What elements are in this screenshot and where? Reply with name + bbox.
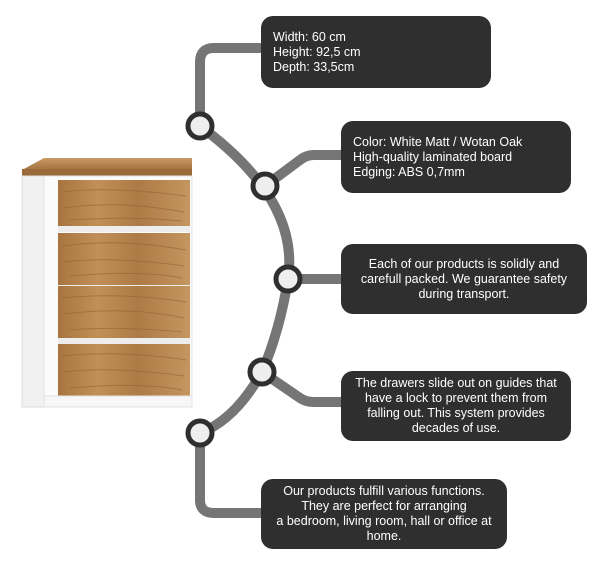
callout-line: have a lock to prevent them from — [364, 391, 548, 405]
callout-line: The drawers slide out on guides that — [355, 376, 557, 390]
callout-line: High-quality laminated board — [353, 149, 513, 164]
callout-line: Each of our products is solidly and — [368, 256, 560, 271]
drawer-3 — [58, 286, 190, 338]
callout-line: falling out. This system provides — [367, 406, 545, 420]
drawer-1 — [58, 180, 190, 226]
connector-lines — [195, 43, 350, 518]
callout-line: Depth: 33,5cm — [273, 59, 355, 74]
node-dimensions — [185, 111, 215, 141]
callout-line: Our products fulfill various functions. — [283, 484, 485, 498]
chest-of-drawers-icon — [21, 158, 193, 408]
node-functions — [185, 418, 215, 448]
connector-dimensions — [195, 43, 270, 131]
callout-line: Width: 60 cm — [273, 29, 346, 44]
connector-functions — [195, 428, 270, 518]
callout-line: carefull packed. We guarantee safety — [360, 271, 568, 286]
node-material — [250, 171, 280, 201]
callout-line: home. — [366, 529, 402, 543]
callout-line: during transport. — [418, 286, 510, 301]
connector-drawers — [257, 367, 350, 407]
callout-line: They are perfect for arranging — [301, 499, 467, 513]
node-drawers — [247, 357, 277, 387]
callout-material: Color: White Matt / Wotan Oak High-quali… — [341, 121, 571, 193]
callout-packing: Each of our products is solidly and care… — [341, 244, 587, 314]
callout-line: Color: White Matt / Wotan Oak — [353, 134, 523, 149]
callout-functions: Our products fulfill various functions. … — [261, 479, 507, 549]
callout-drawers: The drawers slide out on guides that hav… — [341, 371, 571, 441]
drawer-4 — [58, 344, 190, 396]
callout-line: decades of use. — [411, 421, 501, 435]
connector-nodes — [185, 111, 303, 448]
connector-material — [260, 150, 350, 191]
callout-dimensions: Width: 60 cm Height: 92,5 cm Depth: 33,5… — [261, 16, 491, 88]
node-packing — [273, 264, 303, 294]
drawer-2 — [58, 233, 190, 285]
callout-line: a bedroom, living room, hall or office a… — [276, 514, 492, 528]
callout-line: Height: 92,5 cm — [273, 44, 361, 59]
callout-line: Edging: ABS 0,7mm — [353, 164, 465, 179]
